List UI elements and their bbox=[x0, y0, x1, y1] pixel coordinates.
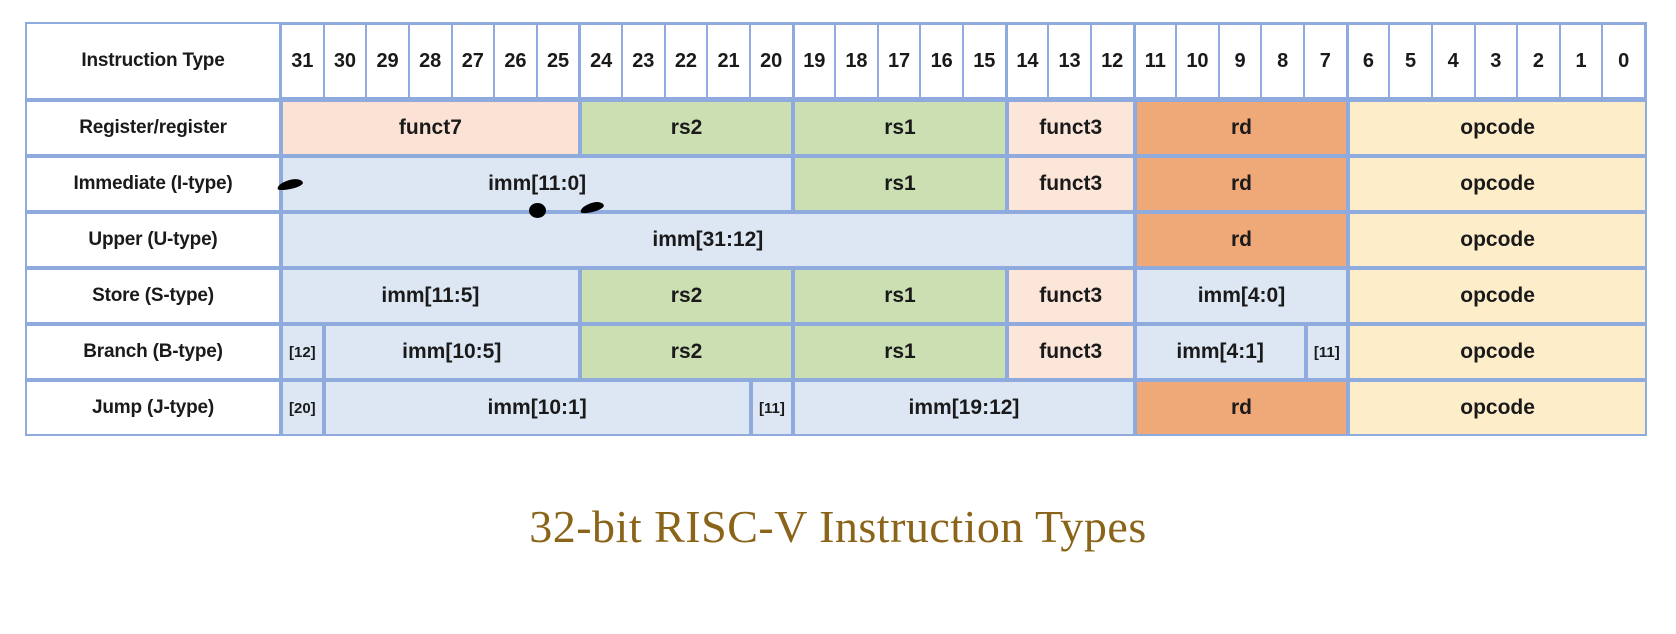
bit-number-18: 18 bbox=[835, 24, 878, 98]
row-label-branch-b-type: Branch (B-type) bbox=[25, 324, 281, 380]
bit-number-11: 11 bbox=[1133, 24, 1177, 98]
field-rs2: rs2 bbox=[579, 324, 794, 380]
row-label-store-s-type: Store (S-type) bbox=[25, 268, 281, 324]
bit-number-28: 28 bbox=[408, 24, 452, 98]
bit-number-12: 12 bbox=[1090, 24, 1134, 98]
field-opcode: opcode bbox=[1348, 324, 1647, 380]
field-rd: rd bbox=[1134, 156, 1349, 212]
bit-number-10: 10 bbox=[1176, 24, 1219, 98]
bit-number-2: 2 bbox=[1517, 24, 1560, 98]
row-label-upper-u-type: Upper (U-type) bbox=[25, 212, 281, 268]
field-rs1: rs1 bbox=[793, 324, 1007, 380]
field-11: [11] bbox=[1305, 324, 1349, 380]
bit-number-17: 17 bbox=[877, 24, 921, 98]
field-imm-4-1: imm[4:1] bbox=[1134, 324, 1306, 380]
bit-number-23: 23 bbox=[622, 24, 665, 98]
field-imm-31-12: imm[31:12] bbox=[281, 212, 1135, 268]
bit-number-0: 0 bbox=[1602, 24, 1645, 98]
bit-number-7: 7 bbox=[1304, 24, 1347, 98]
bit-number-19: 19 bbox=[792, 24, 836, 98]
bit-number-22: 22 bbox=[664, 24, 708, 98]
field-12: [12] bbox=[281, 324, 324, 380]
bit-number-13: 13 bbox=[1048, 24, 1091, 98]
field-rs2: rs2 bbox=[579, 268, 794, 324]
field-rs1: rs1 bbox=[793, 100, 1007, 156]
bit-number-26: 26 bbox=[494, 24, 537, 98]
bit-number-15: 15 bbox=[963, 24, 1006, 98]
field-11: [11] bbox=[750, 380, 794, 436]
field-imm-19-12: imm[19:12] bbox=[793, 380, 1135, 436]
bit-number-5: 5 bbox=[1389, 24, 1432, 98]
bit-number-14: 14 bbox=[1005, 24, 1049, 98]
field-funct3: funct3 bbox=[1006, 268, 1135, 324]
row-label-register-register: Register/register bbox=[25, 100, 281, 156]
figure-caption: 32-bit RISC-V Instruction Types bbox=[529, 501, 1147, 552]
field-funct3: funct3 bbox=[1006, 100, 1135, 156]
bit-number-24: 24 bbox=[579, 24, 622, 98]
field-imm-11-5: imm[11:5] bbox=[281, 268, 580, 324]
bit-number-16: 16 bbox=[920, 24, 963, 98]
bit-number-6: 6 bbox=[1346, 24, 1390, 98]
field-imm-10-1: imm[10:1] bbox=[323, 380, 751, 436]
field-rs1: rs1 bbox=[793, 268, 1007, 324]
header-instruction-type-label: Instruction Type bbox=[25, 22, 281, 100]
field-rs2: rs2 bbox=[579, 100, 794, 156]
bit-number-25: 25 bbox=[536, 24, 580, 98]
field-opcode: opcode bbox=[1348, 156, 1647, 212]
field-funct7: funct7 bbox=[281, 100, 580, 156]
row-label-jump-j-type: Jump (J-type) bbox=[25, 380, 281, 436]
field-funct3: funct3 bbox=[1006, 324, 1135, 380]
field-rd: rd bbox=[1134, 212, 1349, 268]
bit-number-9: 9 bbox=[1218, 24, 1262, 98]
field-20: [20] bbox=[281, 380, 324, 436]
bit-number-20: 20 bbox=[749, 24, 793, 98]
bit-number-29: 29 bbox=[366, 24, 409, 98]
field-rd: rd bbox=[1134, 380, 1349, 436]
field-imm-10-5: imm[10:5] bbox=[323, 324, 580, 380]
bit-number-31: 31 bbox=[281, 24, 324, 98]
bit-number-3: 3 bbox=[1474, 24, 1518, 98]
row-label-immediate-i-type: Immediate (I-type) bbox=[25, 156, 281, 212]
field-opcode: opcode bbox=[1348, 268, 1647, 324]
field-imm-4-0: imm[4:0] bbox=[1134, 268, 1349, 324]
field-rd: rd bbox=[1134, 100, 1349, 156]
field-funct3: funct3 bbox=[1006, 156, 1135, 212]
bit-number-21: 21 bbox=[707, 24, 750, 98]
table-row: Jump (J-type)[20]imm[10:1][11]imm[19:12]… bbox=[25, 380, 1647, 436]
field-rs1: rs1 bbox=[793, 156, 1007, 212]
bit-number-27: 27 bbox=[451, 24, 495, 98]
field-opcode: opcode bbox=[1348, 212, 1647, 268]
bit-number-30: 30 bbox=[323, 24, 367, 98]
bit-number-4: 4 bbox=[1431, 24, 1475, 98]
field-opcode: opcode bbox=[1348, 380, 1647, 436]
field-imm-11-0: imm[11:0] bbox=[281, 156, 794, 212]
field-opcode: opcode bbox=[1348, 100, 1647, 156]
bit-number-8: 8 bbox=[1261, 24, 1304, 98]
bit-number-1: 1 bbox=[1559, 24, 1603, 98]
